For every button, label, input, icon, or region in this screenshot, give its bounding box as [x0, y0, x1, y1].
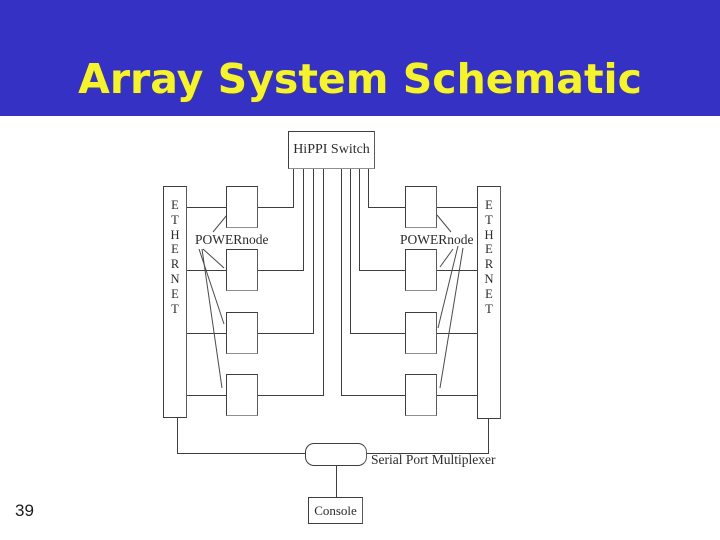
- console-label: Console: [314, 502, 357, 518]
- powernode-box-right-4: [405, 374, 437, 416]
- multiplexer-links: [177, 417, 489, 497]
- serial-port-multiplexer-label: Serial Port Multiplexer: [371, 452, 496, 467]
- slide-header: Array System Schematic: [0, 0, 720, 116]
- powernode-box-left-4: [226, 374, 258, 416]
- powernode-box-right-3: [405, 312, 437, 354]
- ethernet-to-node-links: [187, 207, 477, 396]
- powernode-label-right: POWERnode: [400, 232, 474, 247]
- powernode-box-left-3: [226, 312, 258, 354]
- page-number: 39: [15, 501, 34, 520]
- powernode-box-right-1: [405, 186, 437, 228]
- hippi-switch-label: HiPPI Switch: [293, 142, 370, 157]
- powernode-pointer-lines-right: [436, 214, 464, 389]
- powernode-label-left: POWERnode: [195, 232, 269, 247]
- serial-port-multiplexer-box: [305, 443, 367, 466]
- ethernet-bus-left: E T H E R N E T: [163, 186, 187, 418]
- console-box: Console: [308, 497, 363, 524]
- ethernet-bus-right: E T H E R N E T: [477, 186, 501, 419]
- powernode-box-right-2: [405, 249, 437, 291]
- powernode-box-left-2: [226, 249, 258, 291]
- switch-to-node-links: [258, 168, 405, 396]
- hippi-switch-box: HiPPI Switch: [288, 131, 375, 169]
- powernode-pointer-lines-left: [198, 214, 228, 389]
- powernode-box-left-1: [226, 186, 258, 228]
- slide-title: Array System Schematic: [78, 55, 642, 103]
